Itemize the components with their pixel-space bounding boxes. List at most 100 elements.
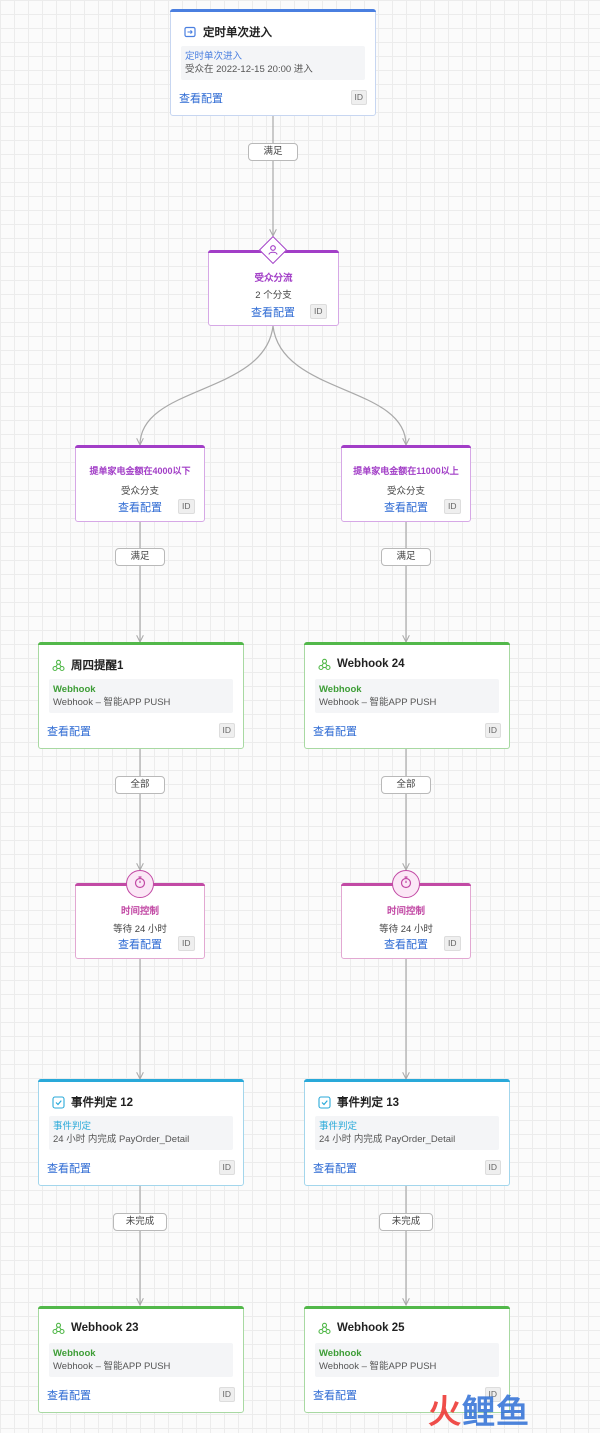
edge-label-right-incomplete[interactable]: 未完成 — [379, 1213, 433, 1231]
timer-right-title: 时间控制 — [386, 906, 425, 917]
webhook-icon — [51, 1321, 65, 1335]
branch-left-id-badge[interactable]: ID — [178, 499, 195, 514]
calendar-enter-icon — [183, 25, 197, 39]
final-left-topbar — [38, 1306, 244, 1309]
edge-label-left-condition[interactable]: 满足 — [115, 548, 165, 566]
webhook-right-topbar — [304, 642, 510, 645]
webhook-left-view-config-link[interactable]: 查看配置 — [47, 726, 91, 738]
stopwatch-icon — [399, 875, 413, 894]
webhook-left-header: 周四提醒1 — [51, 657, 123, 673]
event-right-topbar — [304, 1079, 510, 1082]
event-left-view-config-link[interactable]: 查看配置 — [47, 1163, 91, 1175]
webhook-icon — [51, 658, 65, 672]
branch-left-sub: 受众分支 — [120, 486, 159, 497]
webhook-icon — [317, 1321, 331, 1335]
webhook-left-id-badge[interactable]: ID — [218, 723, 235, 738]
split-title: 受众分流 — [254, 273, 293, 284]
final-right-view-config-link[interactable]: 查看配置 — [313, 1390, 357, 1402]
edge-label-left-incomplete[interactable]: 未完成 — [113, 1213, 167, 1231]
entry-header: 定时单次进入 — [183, 24, 272, 40]
watermark-logo: 火 鲤鱼 — [428, 1385, 530, 1433]
final-left-summary: Webhook Webhook – 智能APP PUSH — [49, 1343, 233, 1377]
stopwatch-icon — [133, 875, 147, 894]
final-right-topbar — [304, 1306, 510, 1309]
edge-label-entry-condition[interactable]: 满足 — [248, 143, 298, 161]
node-webhook-left[interactable]: 周四提醒1 Webhook Webhook – 智能APP PUSH 查看配置 … — [38, 642, 244, 749]
final-right-header: Webhook 25 — [317, 1321, 405, 1335]
webhook-right-view-config-link[interactable]: 查看配置 — [313, 726, 357, 738]
event-left-header: 事件判定 12 — [51, 1094, 133, 1110]
edge-split-left — [140, 325, 274, 445]
webhook-left-summary: Webhook Webhook – 智能APP PUSH — [49, 679, 233, 713]
event-right-id-badge[interactable]: ID — [484, 1160, 501, 1175]
entry-id-badge[interactable]: ID — [350, 90, 367, 105]
timer-right-view-config-link[interactable]: 查看配置 — [384, 939, 428, 951]
webhook-right-sub-title: Webhook — [319, 684, 362, 695]
branch-right-id-badge[interactable]: ID — [444, 499, 461, 514]
webhook-right-header: Webhook 24 — [317, 657, 405, 671]
event-left-title: 事件判定 12 — [71, 1097, 133, 1109]
node-final-webhook-right[interactable]: Webhook 25 Webhook Webhook – 智能APP PUSH … — [304, 1306, 510, 1413]
split-sub: 2 个分支 — [255, 290, 292, 301]
final-right-id-badge[interactable]: ID — [484, 1387, 501, 1402]
timer-left-title: 时间控制 — [120, 906, 159, 917]
event-check-icon — [51, 1095, 65, 1109]
node-entry[interactable]: 定时单次进入 定时单次进入 受众在 2022-12-15 20:00 进入 查看… — [170, 9, 376, 116]
watermark-part1: 火 — [428, 1393, 462, 1430]
edge-label-right-all[interactable]: 全部 — [381, 776, 431, 794]
event-left-summary: 事件判定 24 小时 内完成 PayOrder_Detail — [49, 1116, 233, 1150]
user-split-icon — [266, 243, 280, 257]
webhook-icon — [317, 657, 331, 671]
split-view-config-link[interactable]: 查看配置 — [251, 307, 295, 319]
node-timer-left[interactable]: 时间控制 等待 24 小时 查看配置 ID — [75, 883, 205, 959]
event-left-id-badge[interactable]: ID — [218, 1160, 235, 1175]
branch-right-view-config-link[interactable]: 查看配置 — [384, 502, 428, 514]
entry-title: 定时单次进入 — [203, 27, 272, 39]
node-branch-right[interactable]: 提单家电金额在11000以上 受众分支 查看配置 ID — [341, 445, 471, 522]
final-left-id-badge[interactable]: ID — [218, 1387, 235, 1402]
timer-right-sub: 等待 24 小时 — [379, 924, 433, 935]
split-id-badge[interactable]: ID — [310, 304, 327, 319]
final-right-summary: Webhook Webhook – 智能APP PUSH — [315, 1343, 499, 1377]
node-branch-left[interactable]: 提单家电金额在4000以下 受众分支 查看配置 ID — [75, 445, 205, 522]
webhook-right-sub-text: Webhook – 智能APP PUSH — [319, 697, 437, 708]
final-left-header: Webhook 23 — [51, 1321, 139, 1335]
event-right-title: 事件判定 13 — [337, 1097, 399, 1109]
branch-left-view-config-link[interactable]: 查看配置 — [118, 502, 162, 514]
webhook-right-title: Webhook 24 — [337, 658, 405, 670]
event-right-summary: 事件判定 24 小时 内完成 PayOrder_Detail — [315, 1116, 499, 1150]
event-right-header: 事件判定 13 — [317, 1094, 399, 1110]
entry-topbar — [170, 9, 376, 12]
webhook-right-summary: Webhook Webhook – 智能APP PUSH — [315, 679, 499, 713]
node-event-right[interactable]: 事件判定 13 事件判定 24 小时 内完成 PayOrder_Detail 查… — [304, 1079, 510, 1186]
timer-left-badge — [126, 870, 154, 898]
final-right-sub-title: Webhook — [319, 1348, 362, 1359]
event-left-sub-title: 事件判定 — [53, 1121, 92, 1132]
edge-label-right-condition[interactable]: 满足 — [381, 548, 431, 566]
watermark-part2: 鲤鱼 — [462, 1393, 530, 1430]
final-left-sub-text: Webhook – 智能APP PUSH — [53, 1361, 171, 1372]
webhook-right-id-badge[interactable]: ID — [484, 723, 501, 738]
node-webhook-right[interactable]: Webhook 24 Webhook Webhook – 智能APP PUSH … — [304, 642, 510, 749]
event-left-topbar — [38, 1079, 244, 1082]
timer-left-sub: 等待 24 小时 — [113, 924, 167, 935]
entry-sub-text: 受众在 2022-12-15 20:00 进入 — [185, 64, 313, 75]
branch-right-title: 提单家电金额在11000以上 — [353, 466, 459, 476]
timer-right-badge — [392, 870, 420, 898]
webhook-left-sub-title: Webhook — [53, 684, 96, 695]
final-left-sub-title: Webhook — [53, 1348, 96, 1359]
final-left-title: Webhook 23 — [71, 1322, 139, 1334]
node-event-left[interactable]: 事件判定 12 事件判定 24 小时 内完成 PayOrder_Detail 查… — [38, 1079, 244, 1186]
timer-right-id-badge[interactable]: ID — [444, 936, 461, 951]
event-right-view-config-link[interactable]: 查看配置 — [313, 1163, 357, 1175]
final-left-view-config-link[interactable]: 查看配置 — [47, 1390, 91, 1402]
edge-split-right — [272, 325, 406, 445]
edge-label-left-all[interactable]: 全部 — [115, 776, 165, 794]
entry-view-config-link[interactable]: 查看配置 — [179, 93, 223, 105]
branch-right-sub: 受众分支 — [386, 486, 425, 497]
branch-right-topbar — [341, 445, 471, 448]
timer-left-id-badge[interactable]: ID — [178, 936, 195, 951]
node-final-webhook-left[interactable]: Webhook 23 Webhook Webhook – 智能APP PUSH … — [38, 1306, 244, 1413]
timer-left-view-config-link[interactable]: 查看配置 — [118, 939, 162, 951]
